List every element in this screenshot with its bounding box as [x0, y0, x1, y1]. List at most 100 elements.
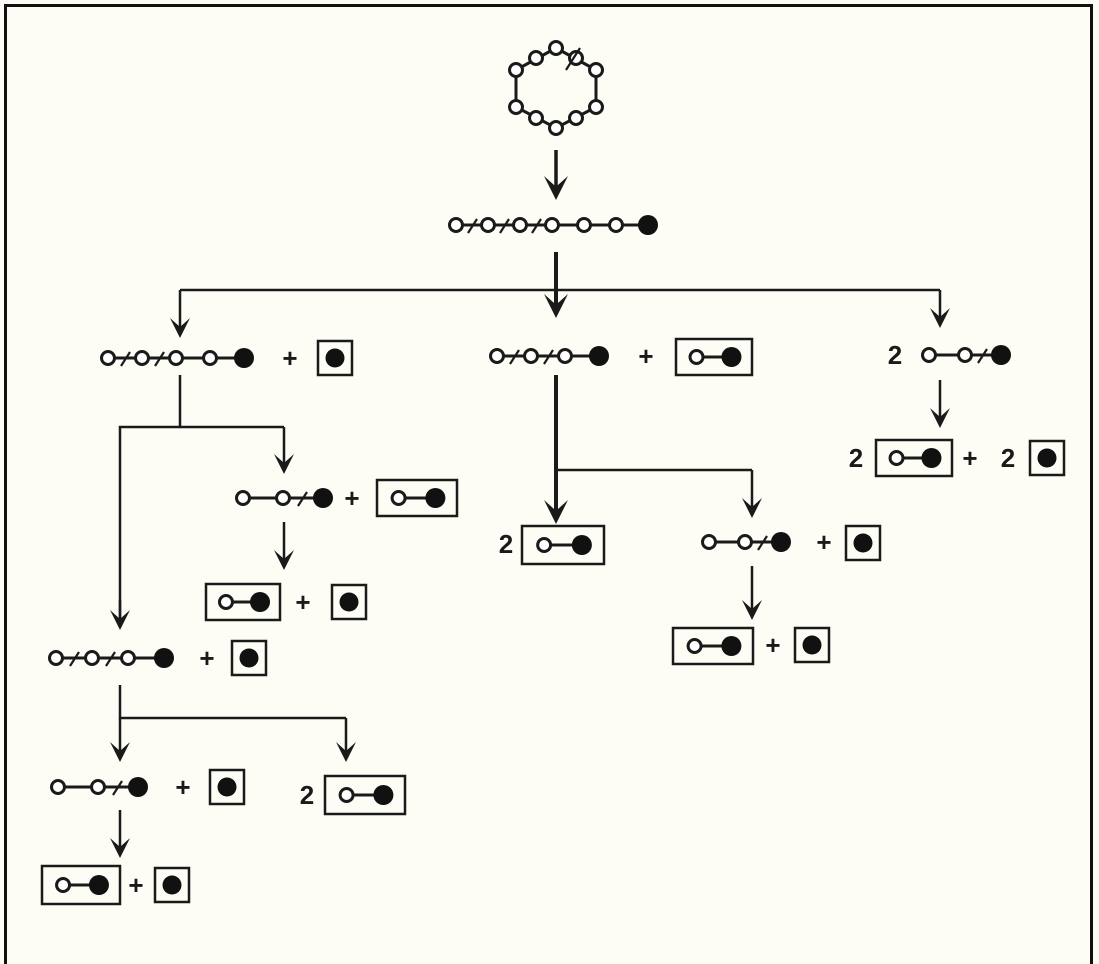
open-atom — [557, 348, 573, 364]
cleavage-mark — [531, 218, 542, 234]
coefficient: 2 — [1001, 443, 1015, 473]
open-atom — [217, 594, 234, 610]
open-atom — [235, 490, 251, 506]
arrow — [170, 290, 190, 338]
arrow — [110, 718, 130, 762]
arrowhead — [742, 498, 762, 518]
arrowhead — [930, 408, 950, 428]
open-atom — [90, 779, 106, 795]
chain-four — [48, 648, 174, 668]
filled-atom — [571, 535, 592, 555]
fragment-box — [316, 339, 354, 377]
plus-sign: + — [344, 483, 359, 513]
open-atom — [888, 450, 905, 466]
fragment-box — [208, 768, 246, 806]
fragment-box — [330, 583, 368, 621]
boxed-one — [1028, 439, 1066, 477]
arrowhead — [170, 318, 190, 338]
plus-sign: + — [282, 343, 297, 373]
filled-atom — [425, 488, 446, 508]
boxed-two — [375, 478, 459, 518]
open-atom — [737, 534, 753, 550]
filled-atom — [771, 532, 791, 552]
filled-atom — [162, 875, 182, 895]
arrow — [110, 810, 130, 858]
arrowhead — [110, 838, 130, 858]
open-atom — [338, 787, 355, 803]
arrowhead — [274, 454, 294, 474]
open-atom — [84, 650, 100, 666]
open-atom — [528, 50, 544, 66]
open-atom — [921, 347, 937, 363]
plus-sign: + — [962, 443, 977, 473]
boxed-one — [330, 583, 368, 621]
plus-sign: + — [175, 772, 190, 802]
plus-sign: + — [128, 870, 143, 900]
filled-atom — [217, 777, 237, 797]
chain-seven — [448, 215, 658, 235]
coefficient: 2 — [849, 443, 863, 473]
open-atom — [688, 349, 705, 365]
filled-atom — [721, 636, 742, 656]
chain-five — [100, 348, 254, 368]
fragment-box — [323, 774, 407, 816]
boxed-two — [874, 438, 954, 478]
arrow — [274, 522, 294, 570]
filled-atom — [638, 215, 658, 235]
boxed-two — [323, 774, 407, 816]
coefficient: 2 — [300, 780, 314, 810]
coefficient: 2 — [499, 529, 513, 559]
boxed-one — [844, 524, 882, 562]
coefficient: 2 — [888, 340, 902, 370]
open-atom — [686, 638, 703, 654]
fragment-box — [793, 626, 831, 664]
open-atom — [544, 217, 560, 233]
arrow — [930, 380, 950, 428]
arrowhead — [336, 742, 356, 762]
arrowhead — [110, 610, 130, 630]
open-atom — [55, 877, 72, 893]
arrow — [930, 290, 950, 328]
cleavage-mark — [69, 651, 80, 667]
cleavage-mark — [112, 780, 123, 796]
filled-atom — [589, 346, 609, 366]
arrowhead — [544, 500, 568, 524]
filled-atom — [239, 648, 259, 668]
open-atom — [548, 40, 564, 56]
boxed-two — [40, 864, 122, 906]
arrowhead — [544, 294, 568, 318]
chain-three — [921, 345, 1011, 365]
open-atom — [480, 217, 496, 233]
fragment-box — [874, 438, 954, 478]
filled-atom — [88, 875, 109, 895]
open-atom — [576, 217, 592, 233]
open-atom — [489, 348, 505, 364]
filled-atom — [234, 348, 254, 368]
arrowhead — [742, 600, 762, 620]
arrow — [742, 470, 762, 518]
fragment-box — [230, 639, 268, 677]
open-atom — [134, 350, 150, 366]
open-atom — [275, 490, 291, 506]
plus-sign: + — [816, 527, 831, 557]
filled-atom — [721, 347, 742, 367]
chain-three — [50, 777, 148, 797]
fragment-box — [674, 337, 754, 377]
boxed-one — [153, 866, 191, 904]
open-atom — [528, 110, 544, 126]
open-atom — [512, 217, 528, 233]
open-atom — [548, 120, 564, 136]
arrow — [336, 718, 356, 762]
open-atom — [588, 62, 604, 78]
plus-sign: + — [765, 630, 780, 660]
cleavage-mark — [297, 491, 308, 507]
open-atom — [50, 779, 66, 795]
open-atom — [390, 490, 407, 506]
cleavage-mark — [509, 349, 520, 365]
boxed-one — [230, 639, 268, 677]
open-atom — [568, 110, 584, 126]
filled-atom — [154, 648, 174, 668]
filled-atom — [373, 785, 394, 805]
